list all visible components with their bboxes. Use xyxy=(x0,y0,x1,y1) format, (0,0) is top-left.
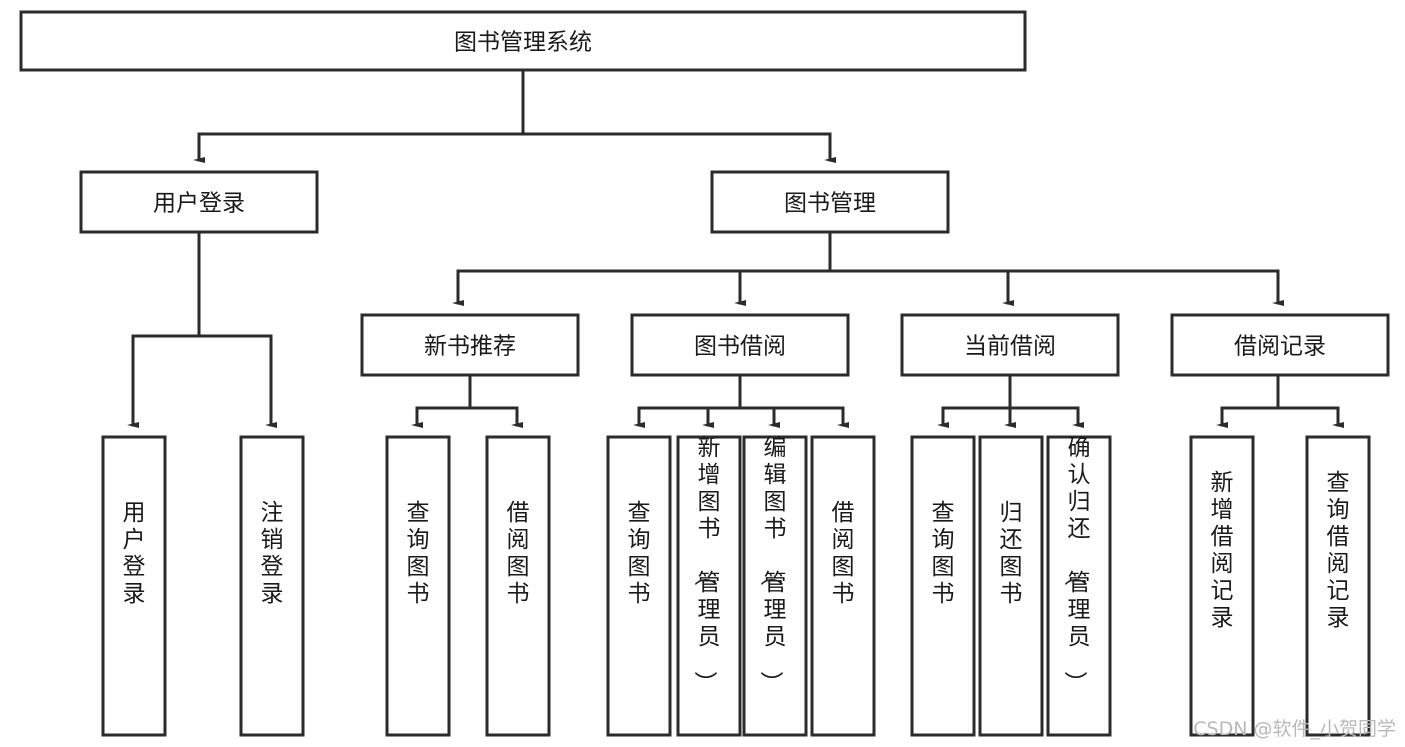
node-leaf-query-book-1[interactable]: 查询图书 xyxy=(385,435,451,737)
node-leaf-borrow-book-2-label: 借阅图书 xyxy=(832,500,855,607)
csdn-watermark: CSDN @软件_小贺同学 xyxy=(1193,718,1396,740)
node-leaf-query-record[interactable]: 查询借阅记录 xyxy=(1305,435,1371,737)
node-leaf-add-book-box xyxy=(676,435,742,737)
node-leaf-logout-box xyxy=(239,435,305,737)
node-user-login-label: 用户登录 xyxy=(153,191,245,217)
node-book-manage-box xyxy=(710,170,950,234)
node-book-manage-label: 图书管理 xyxy=(784,191,876,217)
node-leaf-borrow-book-1-label: 借阅图书 xyxy=(507,500,530,607)
node-book-borrow-box xyxy=(630,313,850,377)
node-book-borrow[interactable]: 图书借阅 xyxy=(630,313,850,377)
node-root-label: 图书管理系统 xyxy=(454,30,592,56)
node-leaf-query-book-1-box xyxy=(385,435,451,737)
node-user-login-box xyxy=(79,170,319,234)
node-leaf-user-login-label: 用户登录 xyxy=(123,500,146,607)
node-new-book-rec-box xyxy=(360,313,580,377)
node-leaf-user-login-box xyxy=(101,435,167,737)
node-new-book-rec-label: 新书推荐 xyxy=(424,334,516,360)
node-leaf-borrow-book-2-box xyxy=(810,435,876,737)
node-root-box xyxy=(19,10,1027,72)
node-leaf-query-book-3-label: 查询图书 xyxy=(932,500,955,607)
node-leaf-query-record-label: 查询借阅记录 xyxy=(1327,470,1350,631)
connector-layer xyxy=(127,68,1344,428)
node-leaf-add-record[interactable]: 新增借阅记录 xyxy=(1189,435,1255,737)
node-leaf-query-book-1-label: 查询图书 xyxy=(407,500,430,607)
node-leaf-user-login[interactable]: 用户登录 xyxy=(101,435,167,737)
node-borrow-record[interactable]: 借阅记录 xyxy=(1170,313,1390,377)
node-book-borrow-label: 图书借阅 xyxy=(694,334,786,360)
node-leaf-borrow-book-1-box xyxy=(485,435,551,737)
node-borrow-record-label: 借阅记录 xyxy=(1234,334,1326,360)
node-leaf-query-book-3-box xyxy=(910,435,976,737)
node-root[interactable]: 图书管理系统 xyxy=(19,10,1027,72)
node-leaf-query-record-box xyxy=(1305,435,1371,737)
node-leaf-edit-book-label: 编辑图书（管理员） xyxy=(758,435,787,694)
node-current-borrow-box xyxy=(900,313,1120,377)
node-leaf-borrow-book-1[interactable]: 借阅图书 xyxy=(485,435,551,737)
node-leaf-confirm-return[interactable]: 确认归还（管理员） xyxy=(1046,435,1112,737)
node-current-borrow[interactable]: 当前借阅 xyxy=(900,313,1120,377)
node-leaf-add-record-box xyxy=(1189,435,1255,737)
node-borrow-record-box xyxy=(1170,313,1390,377)
node-leaf-return-book[interactable]: 归还图书 xyxy=(978,435,1044,737)
node-leaf-return-book-label: 归还图书 xyxy=(1000,500,1023,607)
node-leaf-logout[interactable]: 注销登录 xyxy=(239,435,305,737)
node-leaf-return-book-box xyxy=(978,435,1044,737)
node-new-book-rec[interactable]: 新书推荐 xyxy=(360,313,580,377)
node-user-login[interactable]: 用户登录 xyxy=(79,170,319,234)
node-leaf-add-record-label: 新增借阅记录 xyxy=(1211,470,1234,631)
node-leaf-query-book-2-box xyxy=(606,435,672,737)
node-leaf-query-book-2-label: 查询图书 xyxy=(628,500,651,607)
node-leaf-add-book-label: 新增图书（管理员） xyxy=(692,435,721,694)
node-leaf-edit-book-box xyxy=(742,435,808,737)
node-book-manage[interactable]: 图书管理 xyxy=(710,170,950,234)
node-leaf-confirm-return-box xyxy=(1046,435,1112,737)
node-leaf-add-book[interactable]: 新增图书（管理员） xyxy=(676,435,742,737)
node-leaf-query-book-2[interactable]: 查询图书 xyxy=(606,435,672,737)
node-leaf-logout-label: 注销登录 xyxy=(261,500,284,607)
node-current-borrow-label: 当前借阅 xyxy=(964,334,1056,360)
leaf-nodes-layer: 用户登录 注销登录 查询图书 借阅图书 查询图书 新增图书（管理员） xyxy=(101,435,1371,737)
node-leaf-confirm-return-label: 确认归还（管理员） xyxy=(1062,435,1091,694)
node-leaf-query-book-3[interactable]: 查询图书 xyxy=(910,435,976,737)
node-leaf-borrow-book-2[interactable]: 借阅图书 xyxy=(810,435,876,737)
node-leaf-edit-book[interactable]: 编辑图书（管理员） xyxy=(742,435,808,737)
